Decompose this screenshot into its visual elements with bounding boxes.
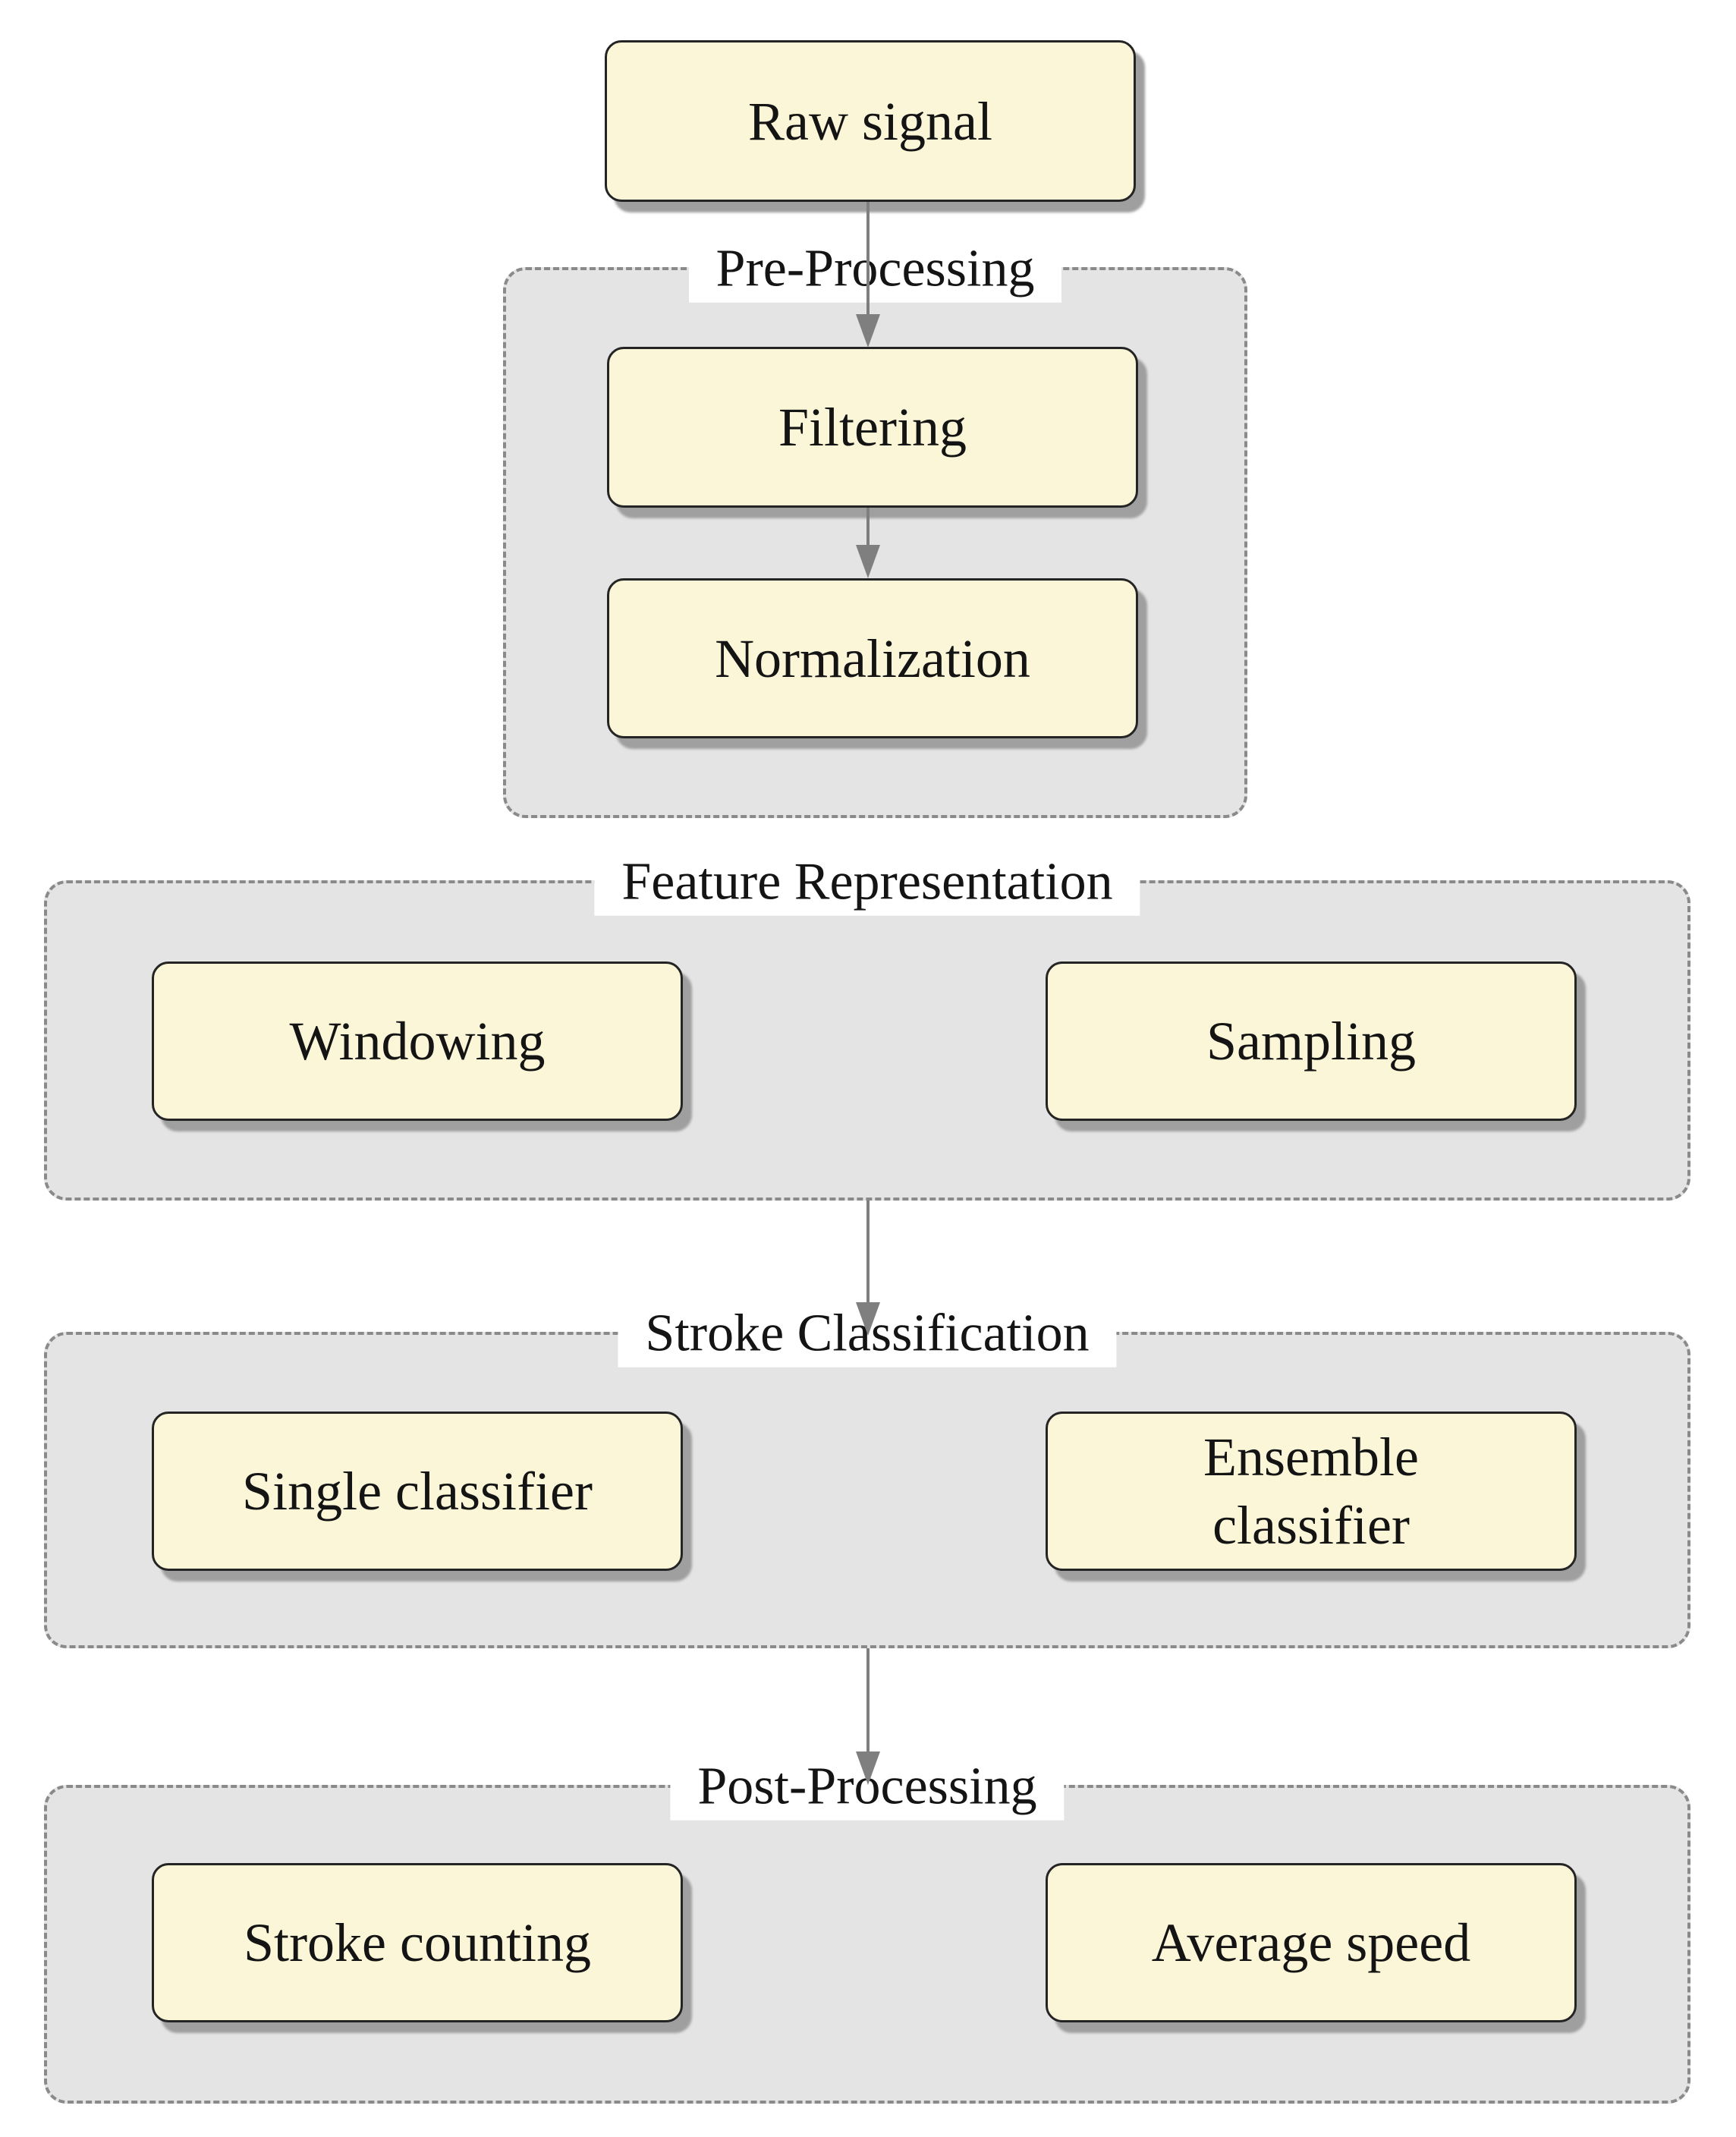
node-single-classifier: Single classifier — [152, 1412, 683, 1571]
pre-processing-label: Pre-Processing — [688, 234, 1062, 303]
node-sampling: Sampling — [1046, 961, 1577, 1121]
feature-representation-label: Feature Representation — [594, 848, 1140, 916]
arrow-filtering-to-normalization — [866, 508, 870, 545]
node-ensemble-classifier: Ensemble classifier — [1046, 1412, 1577, 1571]
node-stroke-counting: Stroke counting — [152, 1863, 683, 2022]
node-single-classifier-label: Single classifier — [242, 1461, 593, 1522]
node-normalization-label: Normalization — [715, 628, 1030, 689]
node-windowing-label: Windowing — [289, 1011, 546, 1072]
node-windowing: Windowing — [152, 961, 683, 1121]
node-average-speed: Average speed — [1046, 1863, 1577, 2022]
node-filtering: Filtering — [607, 347, 1138, 508]
arrow-stroke-classification-to-post-processing — [866, 1648, 870, 1751]
node-raw-signal: Raw signal — [605, 40, 1136, 202]
node-ensemble-classifier-line2: classifier — [1212, 1495, 1410, 1556]
node-raw-signal-label: Raw signal — [748, 90, 992, 152]
node-average-speed-label: Average speed — [1151, 1912, 1471, 1973]
arrow-feature-representation-to-stroke-classification — [866, 1201, 870, 1302]
node-stroke-counting-label: Stroke counting — [244, 1912, 591, 1973]
node-sampling-label: Sampling — [1206, 1011, 1416, 1072]
node-filtering-label: Filtering — [778, 397, 967, 458]
node-ensemble-classifier-line1: Ensemble — [1203, 1427, 1419, 1487]
node-normalization: Normalization — [607, 578, 1138, 738]
arrow-raw-signal-to-filtering — [866, 202, 870, 314]
